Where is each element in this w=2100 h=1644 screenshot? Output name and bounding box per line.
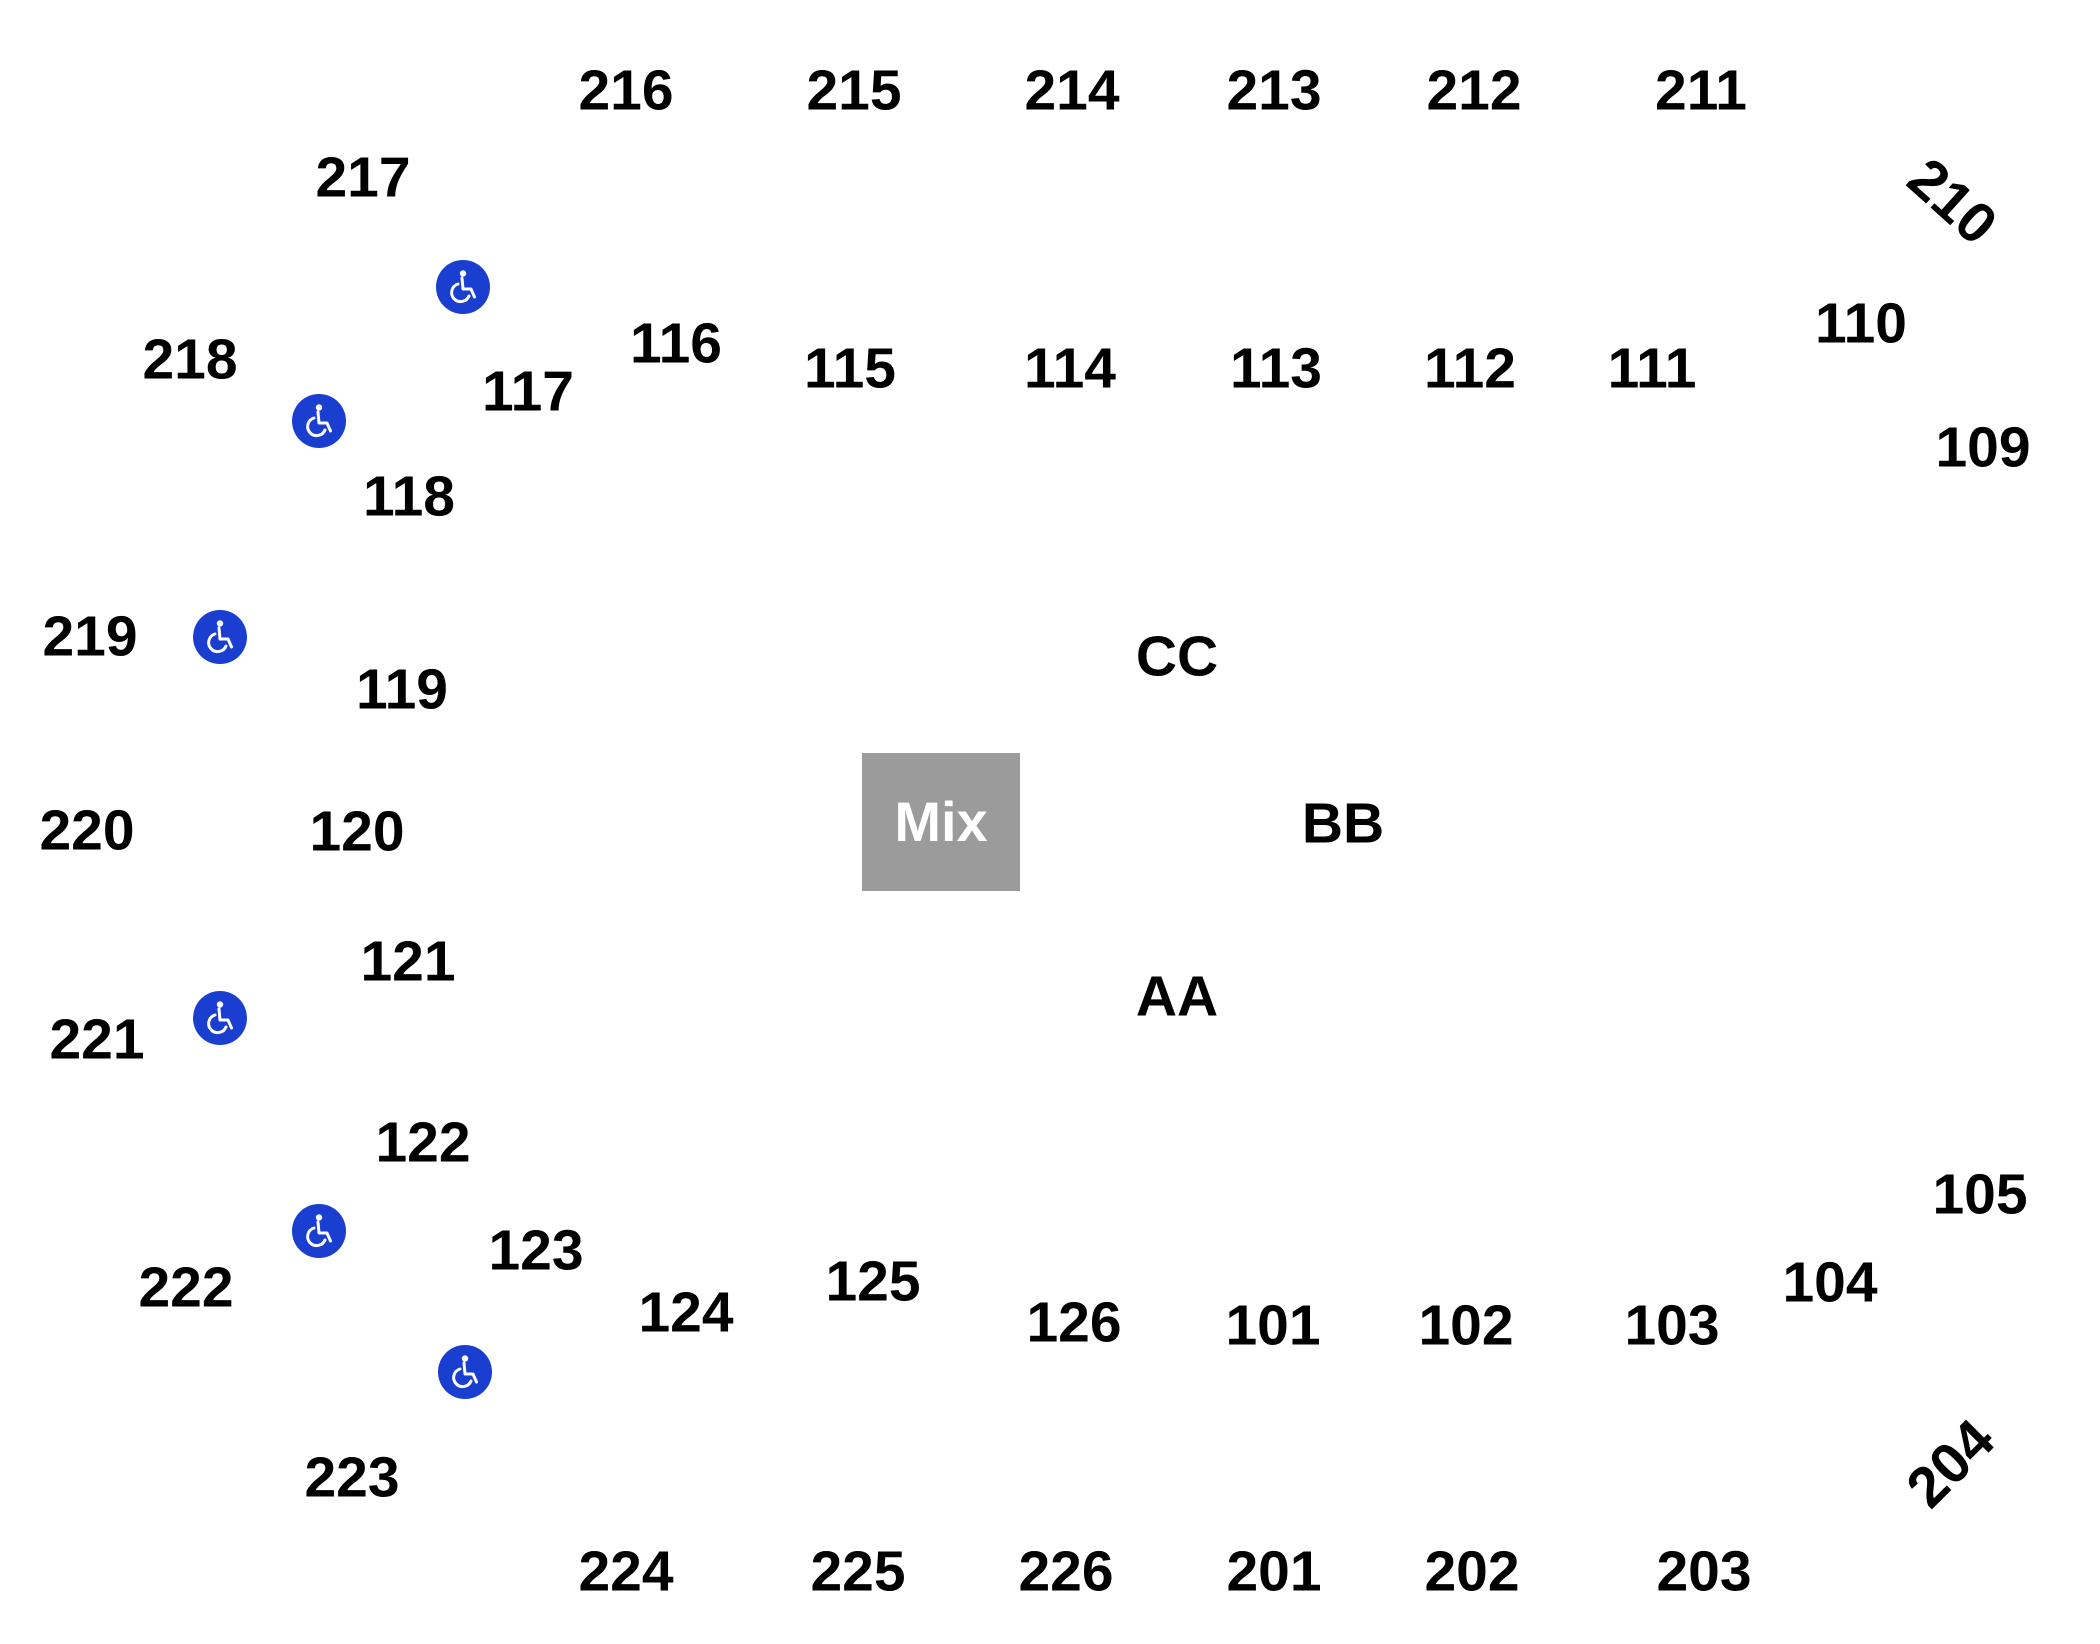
- section-216[interactable]: 216: [578, 58, 674, 123]
- section-203[interactable]: 203: [1656, 1539, 1752, 1604]
- section-110[interactable]: 110: [1815, 291, 1907, 356]
- section-215[interactable]: 215: [806, 58, 902, 123]
- section-aa[interactable]: AA: [1135, 964, 1219, 1029]
- section-226[interactable]: 226: [1018, 1539, 1114, 1604]
- section-214[interactable]: 214: [1024, 58, 1120, 123]
- section-123[interactable]: 123: [488, 1218, 584, 1283]
- section-122[interactable]: 122: [375, 1110, 471, 1175]
- section-111[interactable]: 111: [1607, 336, 1697, 401]
- section-101[interactable]: 101: [1225, 1293, 1321, 1358]
- section-115[interactable]: 115: [804, 336, 896, 401]
- section-118[interactable]: 118: [363, 464, 455, 529]
- section-bb[interactable]: BB: [1301, 791, 1385, 856]
- wheelchair-accessible-icon: [292, 394, 346, 448]
- section-211[interactable]: 211: [1655, 58, 1747, 123]
- section-218[interactable]: 218: [142, 327, 238, 392]
- section-223[interactable]: 223: [304, 1445, 400, 1510]
- section-105[interactable]: 105: [1932, 1162, 2028, 1227]
- section-cc[interactable]: CC: [1135, 624, 1219, 689]
- wheelchair-accessible-icon: [438, 1345, 492, 1399]
- wheelchair-accessible-icon: [292, 1204, 346, 1258]
- section-102[interactable]: 102: [1418, 1293, 1514, 1358]
- mix-label: Mix: [894, 790, 988, 853]
- section-219[interactable]: 219: [42, 604, 138, 669]
- section-120[interactable]: 120: [309, 799, 405, 864]
- section-202[interactable]: 202: [1424, 1539, 1520, 1604]
- section-217[interactable]: 217: [315, 145, 411, 210]
- section-225[interactable]: 225: [810, 1539, 906, 1604]
- section-126[interactable]: 126: [1026, 1290, 1122, 1355]
- section-221[interactable]: 221: [49, 1007, 145, 1072]
- wheelchair-accessible-icon: [193, 991, 247, 1045]
- section-121[interactable]: 121: [360, 929, 456, 994]
- section-210[interactable]: 210: [1895, 146, 2010, 258]
- section-114[interactable]: 114: [1024, 336, 1116, 401]
- mix-position-box: Mix: [862, 753, 1020, 891]
- section-103[interactable]: 103: [1624, 1293, 1720, 1358]
- section-124[interactable]: 124: [638, 1280, 734, 1345]
- section-116[interactable]: 116: [630, 311, 722, 376]
- wheelchair-accessible-icon: [436, 260, 490, 314]
- section-204[interactable]: 204: [1894, 1407, 2007, 1520]
- section-212[interactable]: 212: [1426, 58, 1522, 123]
- section-220[interactable]: 220: [39, 798, 135, 863]
- section-201[interactable]: 201: [1226, 1539, 1322, 1604]
- section-117[interactable]: 117: [482, 359, 574, 424]
- section-222[interactable]: 222: [138, 1255, 234, 1320]
- section-224[interactable]: 224: [578, 1539, 674, 1604]
- section-213[interactable]: 213: [1226, 58, 1322, 123]
- section-125[interactable]: 125: [825, 1249, 921, 1314]
- section-109[interactable]: 109: [1935, 415, 2031, 480]
- section-112[interactable]: 112: [1424, 336, 1516, 401]
- wheelchair-accessible-icon: [193, 610, 247, 664]
- section-113[interactable]: 113: [1230, 336, 1322, 401]
- section-119[interactable]: 119: [356, 657, 448, 722]
- section-104[interactable]: 104: [1782, 1250, 1878, 1315]
